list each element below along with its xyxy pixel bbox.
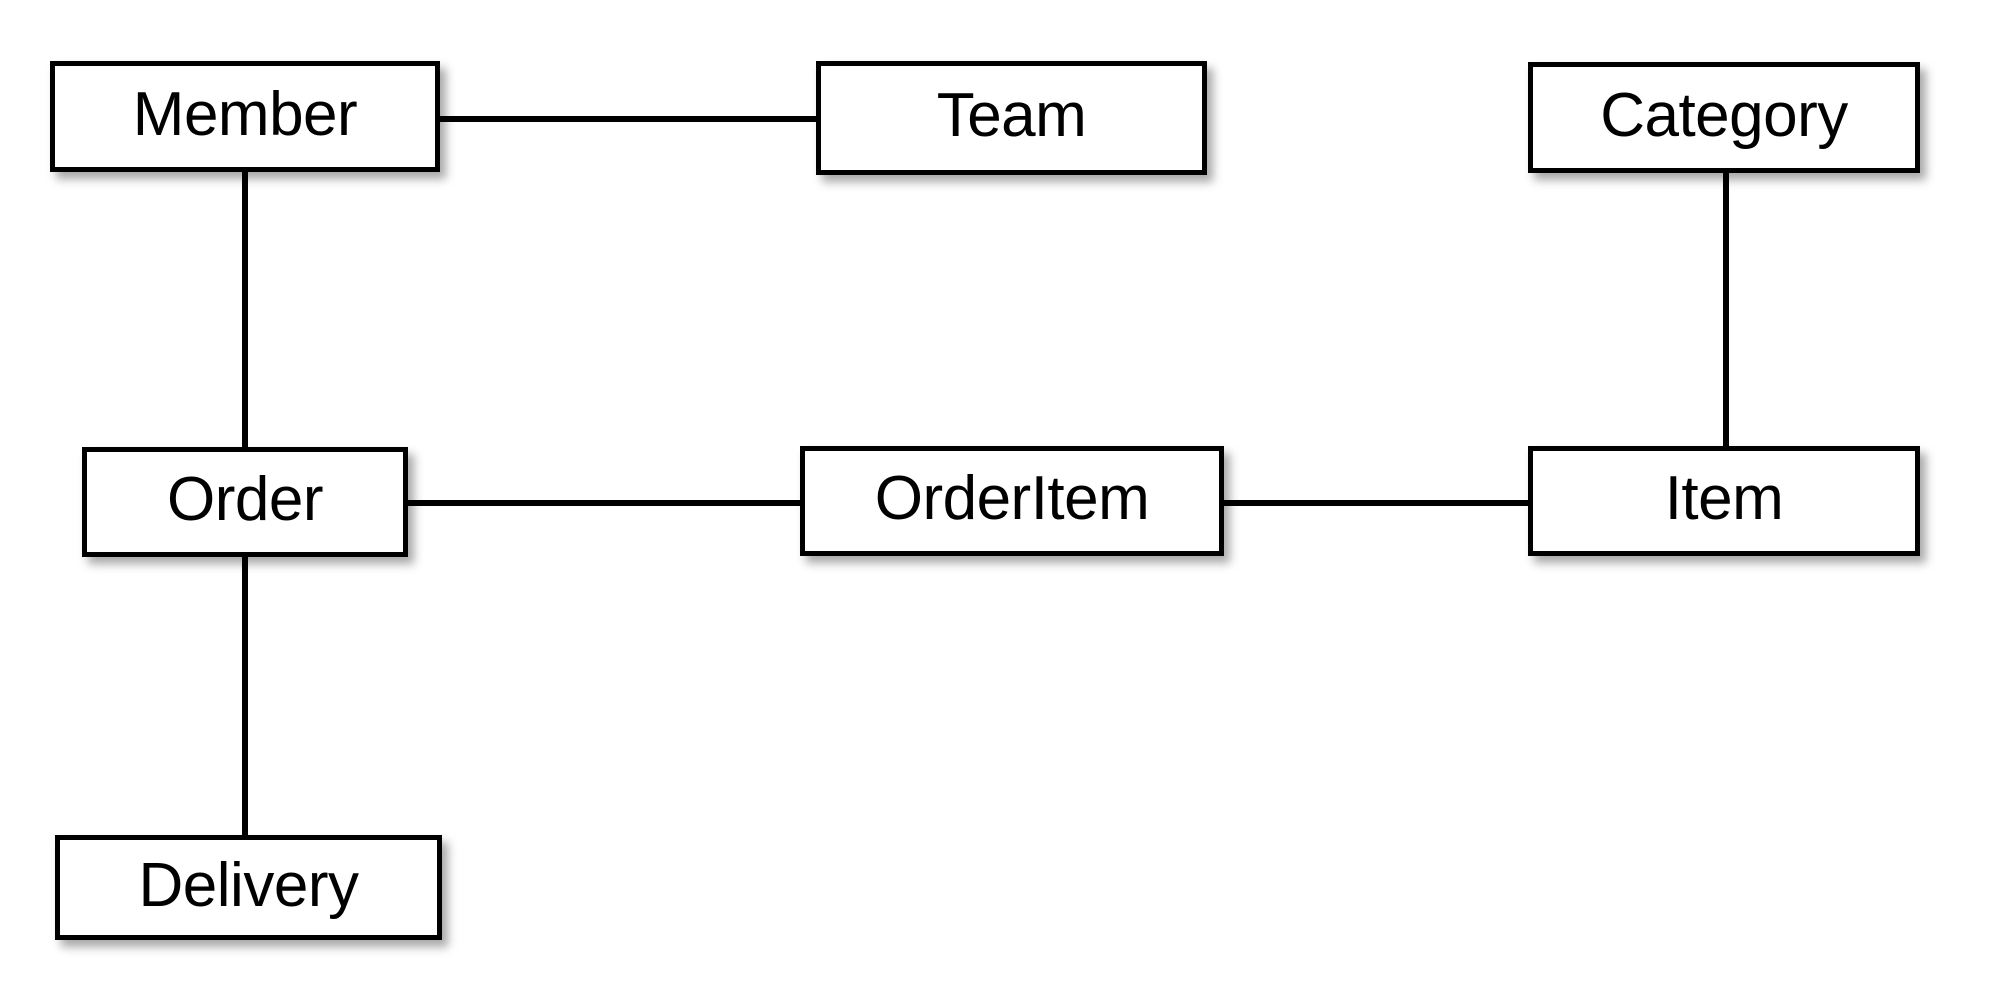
entity-box-item[interactable]: Item bbox=[1528, 446, 1920, 556]
entity-box-delivery[interactable]: Delivery bbox=[55, 835, 442, 940]
entity-box-team[interactable]: Team bbox=[816, 61, 1207, 175]
entity-label-category: Category bbox=[1600, 80, 1848, 150]
entity-label-team: Team bbox=[936, 81, 1087, 150]
entity-box-order[interactable]: Order bbox=[82, 447, 408, 557]
entity-box-orderitem[interactable]: OrderItem bbox=[800, 446, 1224, 556]
entity-label-order: Order bbox=[167, 465, 323, 534]
entity-label-member: Member bbox=[132, 79, 358, 149]
entity-box-member[interactable]: Member bbox=[50, 61, 440, 172]
entity-label-delivery: Delivery bbox=[138, 850, 359, 920]
entity-label-item: Item bbox=[1664, 464, 1784, 533]
entity-label-orderitem: OrderItem bbox=[874, 464, 1150, 533]
entity-box-category[interactable]: Category bbox=[1528, 62, 1920, 173]
